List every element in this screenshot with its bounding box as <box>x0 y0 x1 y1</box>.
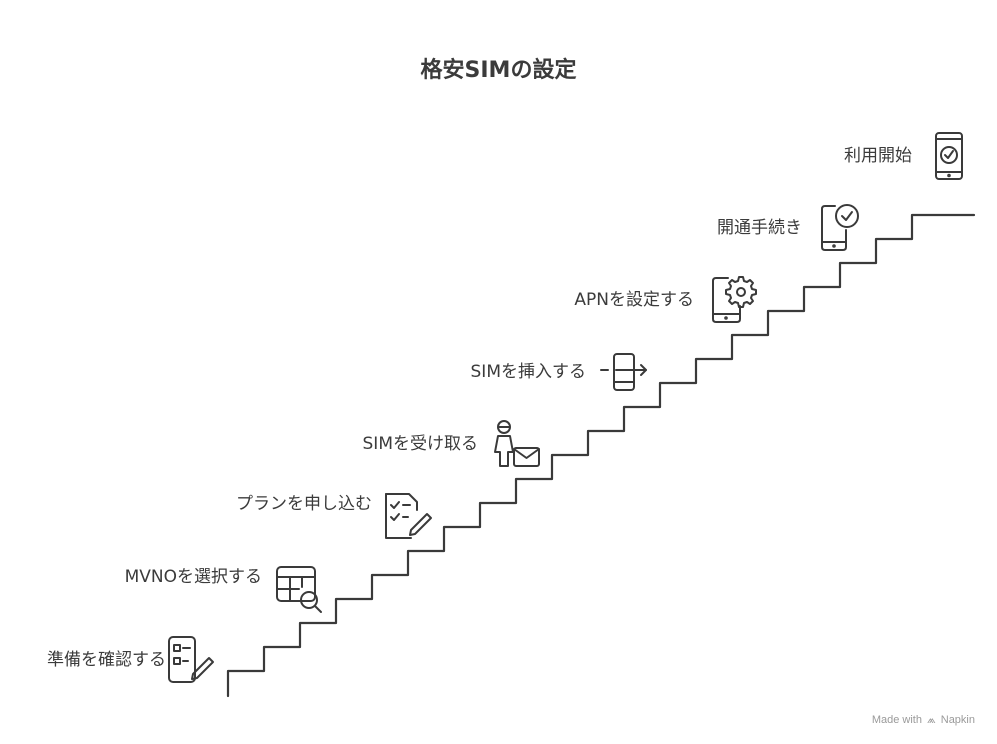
napkin-brand: Napkin <box>940 714 975 726</box>
person-receive-mail-icon <box>490 418 542 470</box>
document-sign-icon <box>381 490 433 542</box>
phone-check-badge-icon <box>815 202 867 254</box>
step-label-select-mvno: MVNOを選択する <box>124 567 262 587</box>
step-label-prepare: 準備を確認する <box>47 650 166 670</box>
table-search-icon <box>273 562 325 614</box>
phone-settings-icon <box>706 274 758 326</box>
step-label-start-use: 利用開始 <box>844 146 912 166</box>
made-with-label: Made with <box>871 714 922 726</box>
step-label-receive-sim: SIMを受け取る <box>362 434 478 454</box>
phone-check-screen-icon <box>922 130 974 182</box>
checklist-edit-icon <box>164 634 216 686</box>
step-label-activation: 開通手続き <box>717 218 802 238</box>
napkin-logo-icon: ⩕ <box>927 714 936 726</box>
diagram-title: 格安SIMの設定 <box>420 58 577 83</box>
phone-insert-icon <box>598 346 650 398</box>
step-label-insert-sim: SIMを挿入する <box>470 362 586 382</box>
step-label-set-apn: APNを設定する <box>574 290 694 310</box>
step-label-apply-plan: プランを申し込む <box>236 494 372 514</box>
made-with-napkin: Made with ⩕ Napkin <box>872 714 975 727</box>
